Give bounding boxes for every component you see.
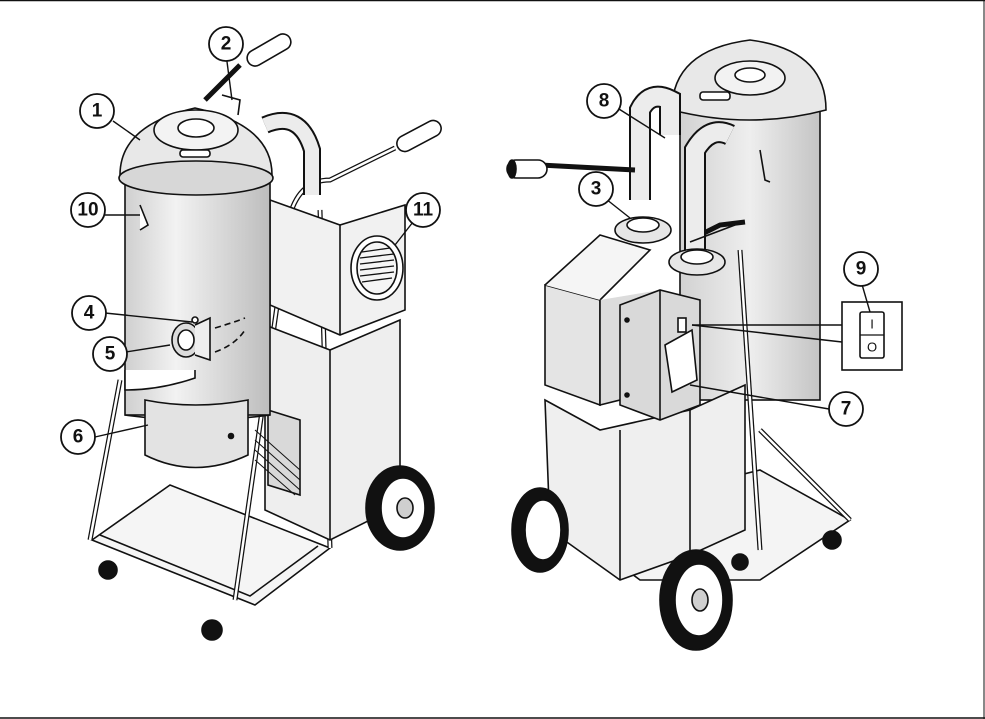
svg-text:9: 9 <box>856 259 867 280</box>
callout-9: 9 <box>843 251 879 287</box>
svg-text:10: 10 <box>77 200 98 221</box>
svg-text:1: 1 <box>92 101 103 122</box>
callout-6: 6 <box>60 419 96 455</box>
svg-text:7: 7 <box>841 399 852 420</box>
switch-on-symbol: I <box>870 317 874 332</box>
callout-2: 2 <box>208 26 244 62</box>
callout-11: 11 <box>405 192 441 228</box>
callout-4: 4 <box>71 295 107 331</box>
callout-8: 8 <box>586 83 622 119</box>
svg-text:4: 4 <box>84 303 95 324</box>
svg-text:11: 11 <box>413 200 434 221</box>
power-switch-detail: I O <box>691 301 903 371</box>
svg-text:6: 6 <box>73 427 84 448</box>
left-vacuum-unit <box>87 33 442 641</box>
svg-text:8: 8 <box>599 91 610 112</box>
callout-3: 3 <box>578 171 614 207</box>
callout-5: 5 <box>92 336 128 372</box>
switch-off-symbol: O <box>867 340 877 355</box>
callout-7: 7 <box>828 391 864 427</box>
callout-1: 1 <box>79 93 115 129</box>
right-vacuum-unit <box>506 39 852 651</box>
svg-text:2: 2 <box>221 34 232 55</box>
callout-10: 10 <box>70 192 106 228</box>
svg-text:5: 5 <box>105 344 116 365</box>
svg-text:3: 3 <box>591 179 602 200</box>
leader-lines <box>94 53 871 438</box>
